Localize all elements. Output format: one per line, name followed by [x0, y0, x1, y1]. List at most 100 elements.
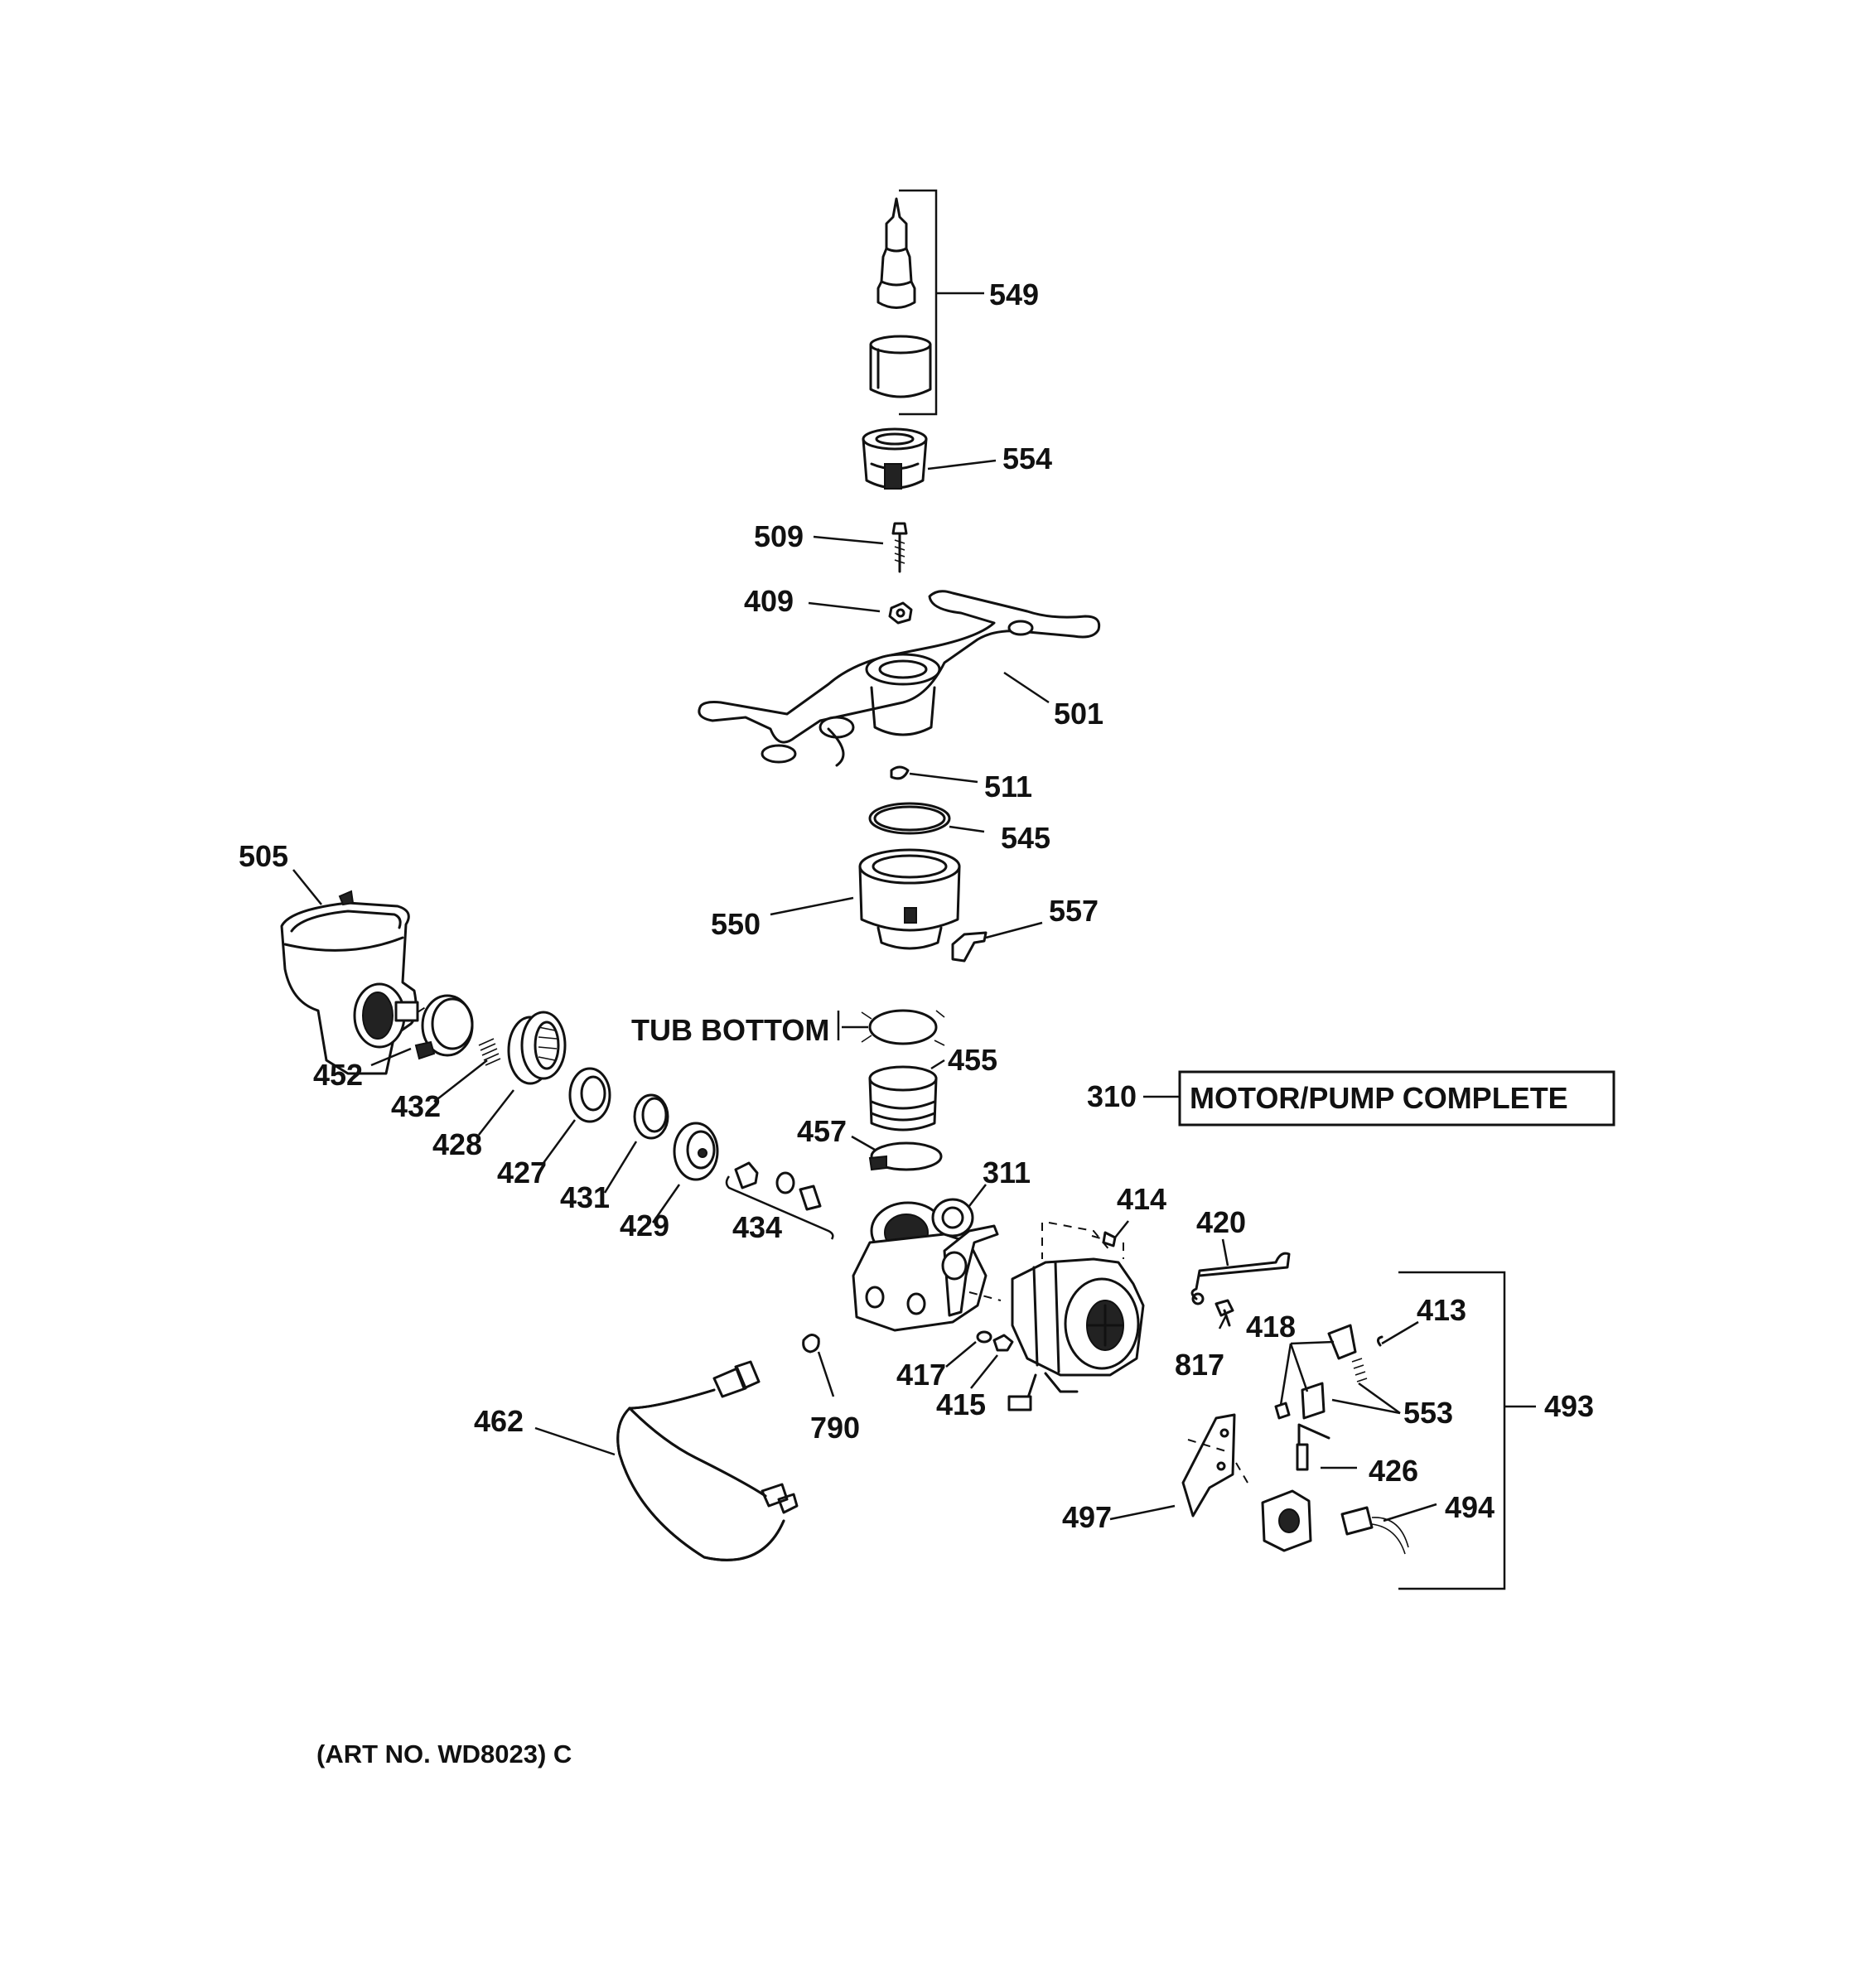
- art-number: (ART NO. WD8023) C: [316, 1740, 572, 1768]
- label-434: 434: [732, 1210, 782, 1244]
- part-550-housing: [858, 848, 961, 950]
- leader-457: [851, 1135, 876, 1151]
- part-413-clip: [1376, 1335, 1384, 1347]
- label-505: 505: [239, 839, 288, 873]
- label-457: 457: [797, 1114, 847, 1148]
- leader-497: [1109, 1504, 1176, 1521]
- label-417: 417: [896, 1358, 946, 1392]
- leader-452: [370, 1047, 412, 1067]
- part-455-boot: [868, 1065, 938, 1132]
- leader-505: [292, 869, 322, 905]
- leader-413: [1381, 1320, 1419, 1345]
- tub-bottom-gasket: [837, 1009, 945, 1046]
- label-455: 455: [948, 1043, 997, 1077]
- leader-418: [1279, 1340, 1335, 1406]
- leader-427: [542, 1119, 577, 1164]
- label-494: 494: [1445, 1490, 1495, 1524]
- part-790-clip: [802, 1334, 820, 1353]
- part-434-plug-set: [725, 1161, 834, 1240]
- part-817-screw: [1214, 1299, 1234, 1327]
- part-426-pin: [1296, 1423, 1330, 1471]
- label-413: 413: [1417, 1293, 1466, 1327]
- part-545-ring: [868, 802, 951, 835]
- label-418: 418: [1246, 1310, 1296, 1344]
- label-550: 550: [711, 907, 761, 941]
- leader-420: [1221, 1238, 1229, 1267]
- label-511: 511: [984, 770, 1032, 803]
- part-549-tower-assembly: [869, 197, 932, 398]
- label-553: 553: [1403, 1396, 1453, 1430]
- part-511-clip: [890, 765, 910, 780]
- leader-462: [534, 1426, 616, 1456]
- leader-415: [970, 1354, 998, 1389]
- part-429-cover: [673, 1122, 719, 1181]
- motor-pump-complete-box: [1178, 1070, 1615, 1127]
- part-554-nozzle: [862, 427, 928, 490]
- label-554: 554: [1002, 442, 1052, 475]
- leader-790: [817, 1351, 835, 1397]
- part-solenoid: [1261, 1489, 1312, 1552]
- label-501: 501: [1054, 697, 1103, 731]
- part-501-spray-arm: [698, 590, 1101, 767]
- motor-pump-complete-text: MOTOR/PUMP COMPLETE: [1190, 1081, 1568, 1115]
- part-428-impeller: [507, 1011, 567, 1085]
- label-557: 557: [1049, 894, 1099, 928]
- part-427-seal: [568, 1067, 611, 1123]
- part-497-bracket: [1181, 1413, 1248, 1518]
- part-409-nut: [888, 601, 913, 625]
- label-415: 415: [936, 1387, 986, 1421]
- label-497: 497: [1062, 1500, 1112, 1534]
- leader-509: [813, 535, 884, 545]
- part-505-sump: [280, 890, 419, 1075]
- leader-494: [1383, 1503, 1437, 1522]
- leader-550: [770, 896, 854, 916]
- leader-417: [945, 1341, 977, 1368]
- part-494-connector: [1340, 1506, 1409, 1555]
- leader-554: [927, 459, 997, 470]
- label-462: 462: [474, 1404, 524, 1438]
- label-549: 549: [989, 277, 1039, 311]
- label-429: 429: [620, 1209, 669, 1242]
- label-790: 790: [810, 1411, 860, 1445]
- part-420-rod: [1190, 1252, 1291, 1305]
- leader-429: [651, 1184, 681, 1223]
- part-452-clamp: [414, 994, 474, 1060]
- label-817: 817: [1175, 1348, 1224, 1382]
- leader-455: [930, 1059, 945, 1070]
- label-428: 428: [432, 1127, 482, 1161]
- label-431: 431: [560, 1180, 610, 1214]
- label-545: 545: [1001, 821, 1050, 855]
- part-557-clip: [951, 931, 988, 963]
- bracket-549: [899, 189, 984, 416]
- part-462-hose: [616, 1360, 799, 1561]
- label-420: 420: [1196, 1205, 1246, 1239]
- label-414: 414: [1117, 1182, 1166, 1216]
- leader-511: [909, 772, 978, 784]
- leader-414: [1114, 1220, 1129, 1238]
- label-311: 311: [983, 1156, 1031, 1189]
- part-418-bracket: [1274, 1324, 1357, 1420]
- tub-bottom-label: TUB BOTTOM: [631, 1013, 829, 1047]
- leader-557: [985, 921, 1043, 939]
- axis-505: [417, 1003, 432, 1013]
- leader-817: [1218, 1315, 1228, 1329]
- part-417-washer: [976, 1330, 992, 1344]
- label-310: 310: [1087, 1079, 1137, 1113]
- label-452: 452: [313, 1058, 363, 1092]
- label-493: 493: [1544, 1389, 1594, 1423]
- label-409: 409: [744, 584, 794, 618]
- leader-501: [1003, 671, 1050, 704]
- bracket-493: [1398, 1271, 1536, 1590]
- leader-409: [808, 601, 881, 613]
- part-432-spring: [478, 1038, 501, 1066]
- leader-553: [1331, 1382, 1401, 1415]
- label-432: 432: [391, 1089, 441, 1123]
- part-509-screw: [891, 522, 908, 573]
- leader-432: [433, 1059, 488, 1103]
- part-457-clamp: [868, 1141, 943, 1171]
- label-426: 426: [1369, 1454, 1418, 1488]
- part-431-ring: [633, 1093, 669, 1140]
- leader-545: [949, 825, 985, 833]
- part-553-spring: [1351, 1358, 1368, 1382]
